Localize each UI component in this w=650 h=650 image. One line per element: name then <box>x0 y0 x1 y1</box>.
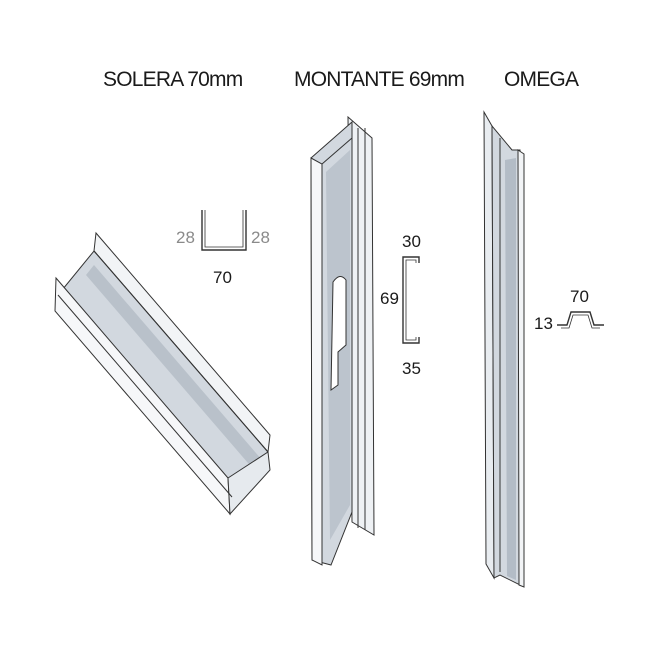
omega-rib <box>517 149 525 588</box>
solera-dim-right: 28 <box>251 228 270 247</box>
solera-end <box>227 451 271 516</box>
montante-front-lip <box>310 157 323 566</box>
omega-drawing <box>483 110 525 588</box>
solera-web <box>57 250 269 498</box>
montante-service-hole <box>330 276 347 391</box>
omega-dim-left: 13 <box>534 314 553 333</box>
omega-face-shade <box>505 158 516 580</box>
montante-title: MONTANTE 69mm <box>294 68 464 91</box>
omega-title: OMEGA <box>504 68 579 91</box>
omega-dim-top: 70 <box>570 287 589 306</box>
solera-title: SOLERA 70mm <box>103 68 243 91</box>
montante-section-icon: 30 69 35 <box>380 232 421 378</box>
solera-dim-bottom: 70 <box>213 268 232 287</box>
solera-drawing <box>54 231 271 516</box>
omega-section-icon: 13 70 <box>534 287 604 333</box>
solera-section-icon: 28 28 70 <box>176 210 270 287</box>
montante-dim-side: 69 <box>380 289 399 308</box>
solera-dim-left: 28 <box>176 228 195 247</box>
solera-web-shadow <box>86 265 262 470</box>
montante-dim-top: 30 <box>402 232 421 251</box>
montante-drawing <box>310 115 375 566</box>
montante-dim-bottom: 35 <box>402 359 421 378</box>
